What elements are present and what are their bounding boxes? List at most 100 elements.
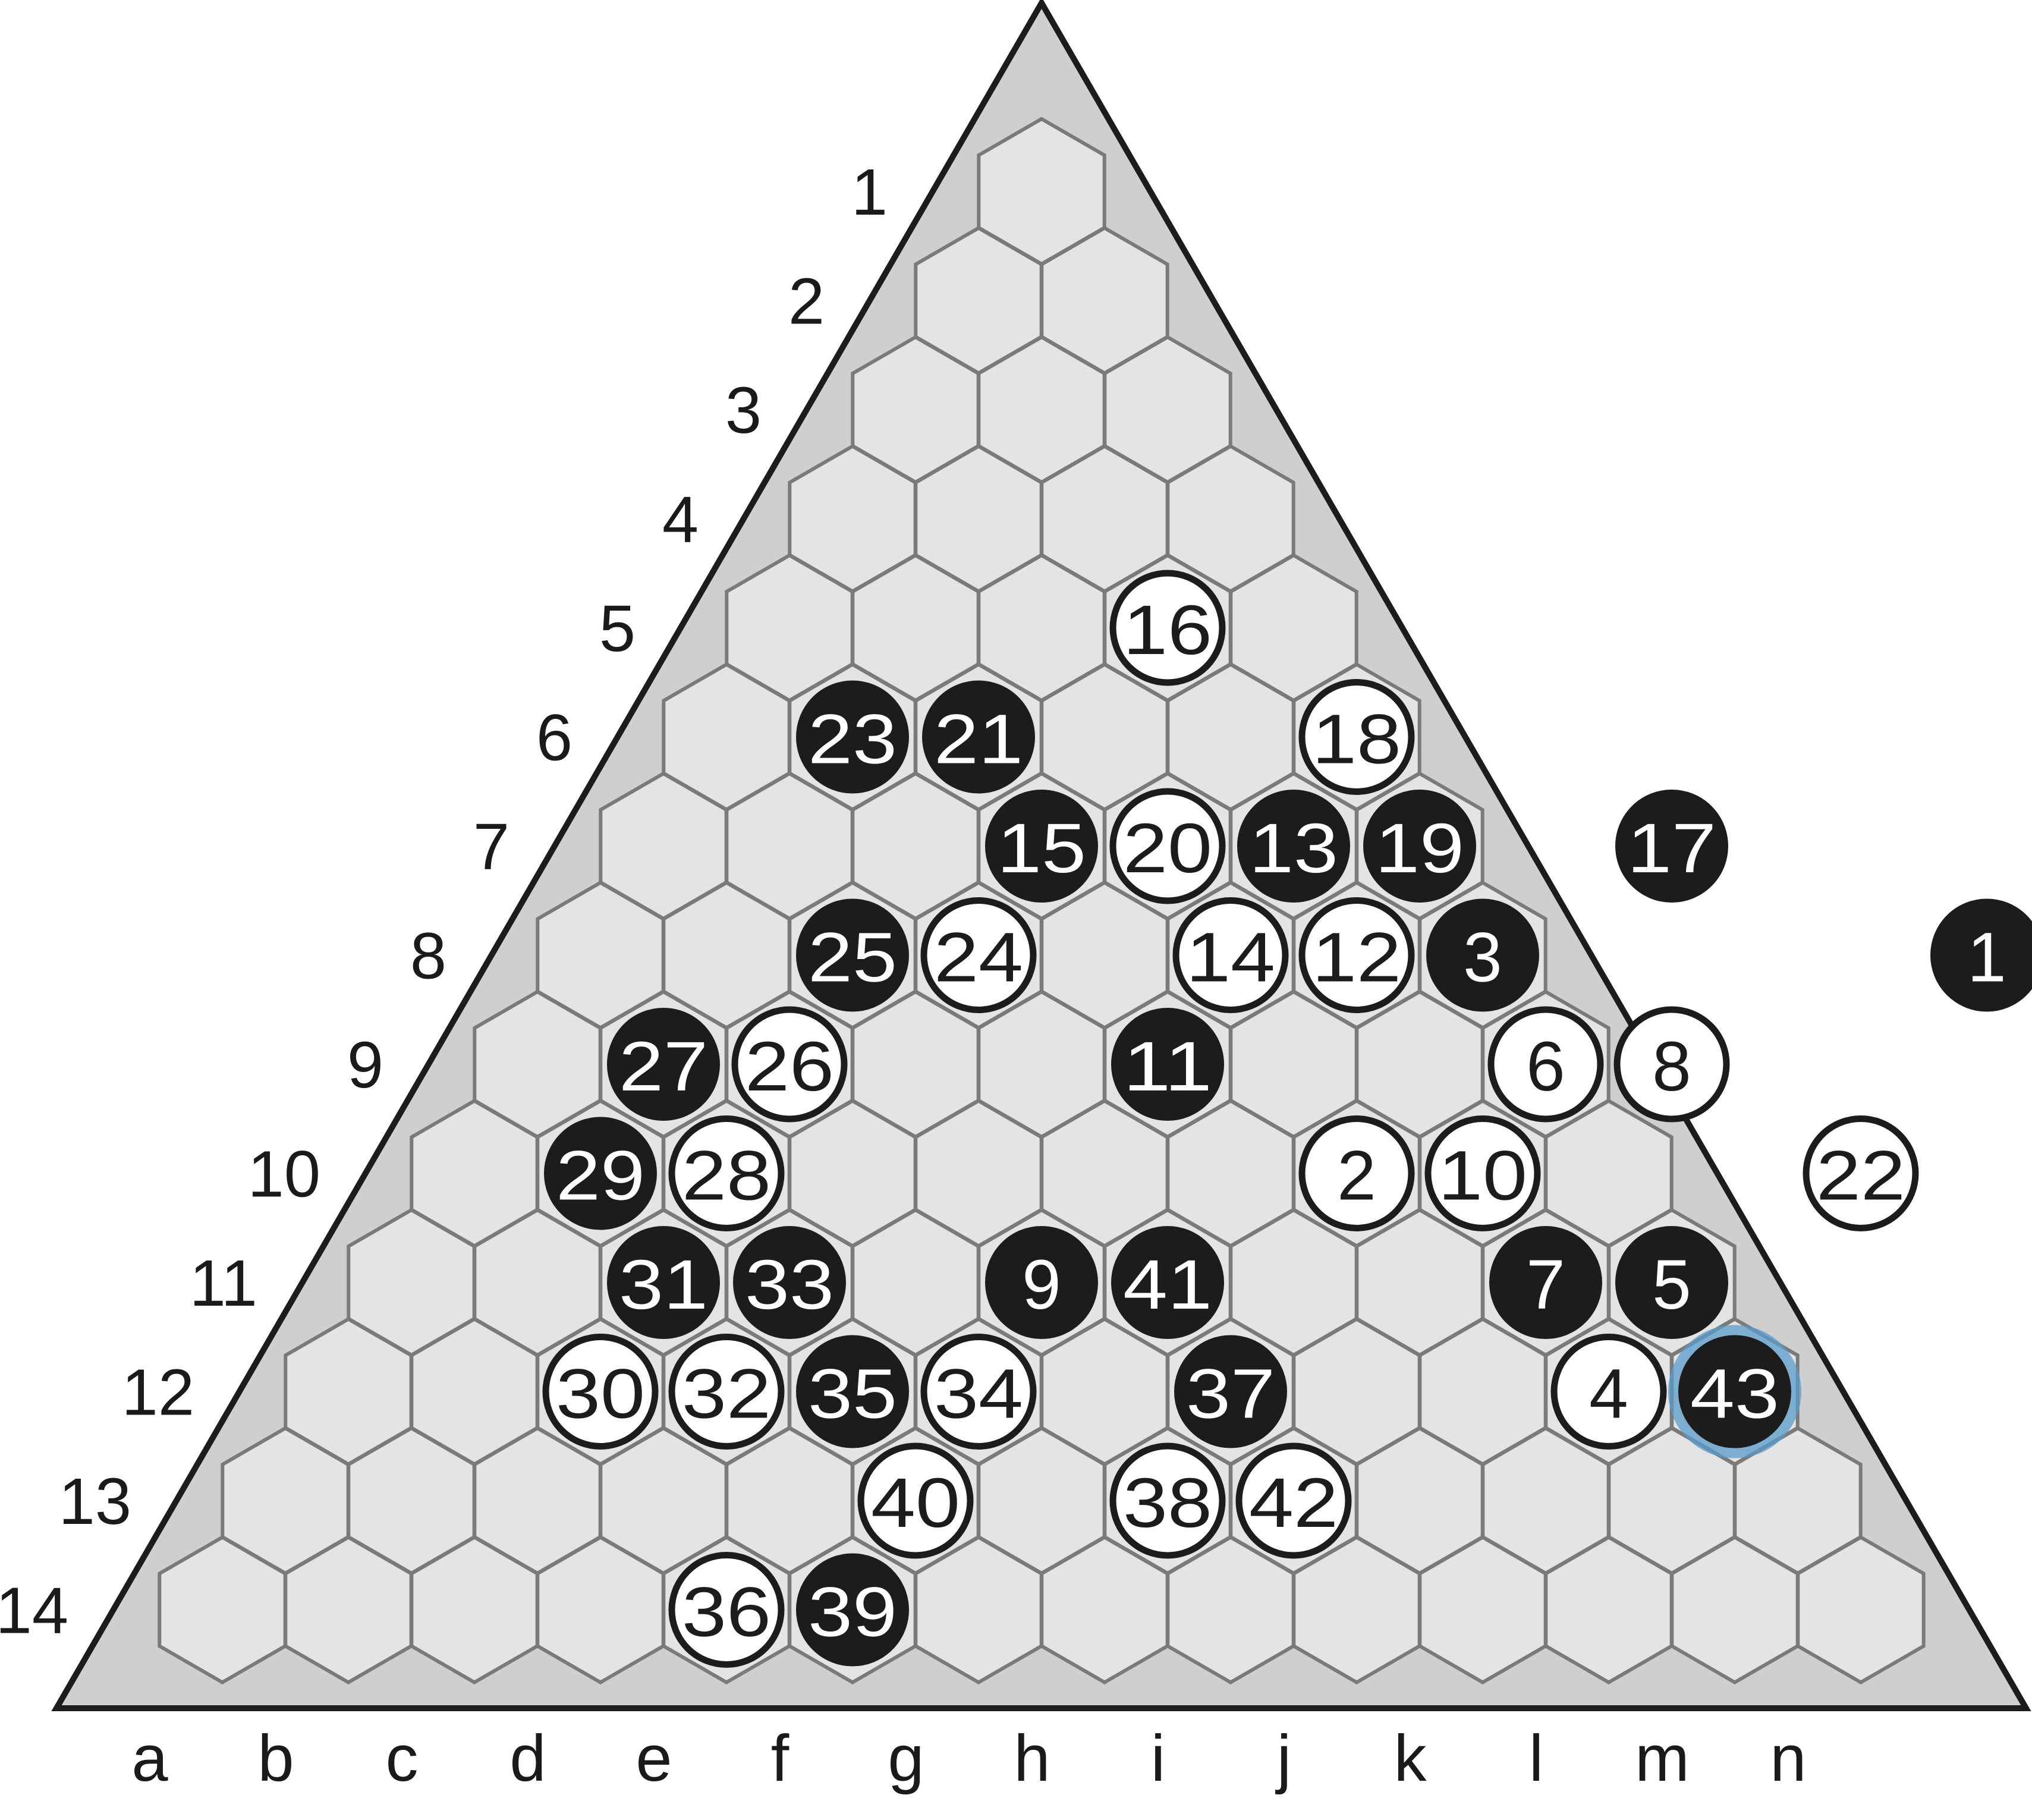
move-number: 39 <box>808 1573 897 1652</box>
row-label: 7 <box>473 810 509 884</box>
move-number: 37 <box>1186 1355 1275 1434</box>
stone-5: 5 <box>1615 1226 1728 1339</box>
stone-8: 8 <box>1613 1006 1730 1123</box>
row-label: 14 <box>0 1574 68 1648</box>
white-stone <box>1298 1115 1415 1231</box>
row-label: 10 <box>248 1138 320 1211</box>
black-stone <box>796 1553 909 1667</box>
move-number: 25 <box>808 919 897 997</box>
white-stone <box>542 1334 659 1450</box>
stone-24: 24 <box>920 897 1037 1013</box>
stone-30: 30 <box>542 1334 659 1450</box>
move-number: 13 <box>1249 809 1338 888</box>
move-number: 33 <box>745 1246 834 1324</box>
white-stone <box>1613 1006 1730 1123</box>
row-label: 2 <box>788 265 825 338</box>
stone-28: 28 <box>668 1115 785 1231</box>
stone-33: 33 <box>733 1226 846 1339</box>
stone-13: 13 <box>1237 790 1350 903</box>
move-number: 29 <box>556 1137 645 1215</box>
black-stone <box>1615 790 1728 903</box>
column-label: c <box>386 1722 419 1795</box>
move-number: 12 <box>1312 919 1401 997</box>
stone-23: 23 <box>796 680 909 794</box>
black-stone <box>544 1117 657 1230</box>
white-stone <box>668 1334 785 1450</box>
column-label: m <box>1635 1722 1690 1795</box>
stone-9: 9 <box>985 1226 1098 1339</box>
black-stone <box>1174 1335 1287 1448</box>
white-stone <box>1298 897 1415 1013</box>
move-number: 10 <box>1438 1137 1527 1215</box>
black-stone <box>1489 1226 1602 1339</box>
black-stone <box>1111 1226 1224 1339</box>
white-stone <box>857 1442 974 1559</box>
stone-21: 21 <box>922 680 1035 794</box>
black-stone <box>985 790 1098 903</box>
move-number: 27 <box>619 1027 708 1106</box>
stone-15: 15 <box>985 790 1098 903</box>
row-label: 6 <box>536 702 573 775</box>
stone-2: 2 <box>1298 1115 1415 1231</box>
black-stone <box>1930 898 2032 1012</box>
white-stone <box>1172 897 1289 1013</box>
black-stone <box>1111 1008 1224 1121</box>
stone-22: 22 <box>1803 1115 1919 1231</box>
move-number: 31 <box>619 1246 708 1324</box>
cell-n14[interactable] <box>1796 1535 1926 1684</box>
stone-27: 27 <box>607 1008 720 1121</box>
white-stone <box>920 897 1037 1013</box>
stone-42: 42 <box>1235 1442 1352 1559</box>
move-number: 34 <box>934 1355 1023 1434</box>
move-number: 38 <box>1123 1464 1212 1542</box>
move-number: 19 <box>1375 809 1464 888</box>
row-label: 13 <box>59 1465 131 1538</box>
stone-7: 7 <box>1489 1226 1602 1339</box>
move-number: 26 <box>745 1027 834 1106</box>
white-stone <box>1109 788 1226 904</box>
white-stone <box>1550 1334 1667 1450</box>
stone-4: 4 <box>1550 1334 1667 1450</box>
white-stone <box>668 1552 785 1668</box>
stone-6: 6 <box>1487 1006 1604 1123</box>
stone-20: 20 <box>1109 788 1226 904</box>
stone-17: 17 <box>1615 790 1728 903</box>
black-stone <box>1615 1226 1728 1339</box>
move-number: 7 <box>1526 1246 1565 1324</box>
move-number: 6 <box>1526 1027 1565 1106</box>
move-number: 36 <box>682 1573 771 1652</box>
black-stone <box>1363 790 1476 903</box>
column-label: h <box>1014 1722 1050 1795</box>
move-number: 28 <box>682 1137 771 1215</box>
stone-12: 12 <box>1298 897 1415 1013</box>
black-stone <box>607 1008 720 1121</box>
column-label: a <box>131 1722 168 1795</box>
move-number: 15 <box>997 809 1086 888</box>
column-label: j <box>1275 1722 1291 1795</box>
move-number: 14 <box>1186 919 1275 997</box>
move-number: 43 <box>1690 1355 1779 1434</box>
stone-19: 19 <box>1363 790 1476 903</box>
stone-3: 3 <box>1426 898 1539 1012</box>
move-number: 4 <box>1589 1355 1628 1434</box>
row-label: 1 <box>851 156 888 229</box>
move-number: 30 <box>556 1355 645 1434</box>
row-label: 3 <box>725 374 762 447</box>
black-stone <box>796 680 909 794</box>
stone-26: 26 <box>731 1006 848 1123</box>
white-stone <box>1235 1442 1352 1559</box>
move-number: 21 <box>934 700 1023 779</box>
stone-35: 35 <box>796 1335 909 1448</box>
stone-14: 14 <box>1172 897 1289 1013</box>
stone-36: 36 <box>668 1552 785 1668</box>
move-number: 17 <box>1627 809 1716 888</box>
white-stone <box>1298 679 1415 795</box>
white-stone <box>1803 1115 1919 1231</box>
stone-18: 18 <box>1298 679 1415 795</box>
black-stone <box>607 1226 720 1339</box>
black-stone <box>1426 898 1539 1012</box>
stone-32: 32 <box>668 1334 785 1450</box>
row-label: 8 <box>410 920 446 993</box>
move-number: 3 <box>1463 919 1502 997</box>
